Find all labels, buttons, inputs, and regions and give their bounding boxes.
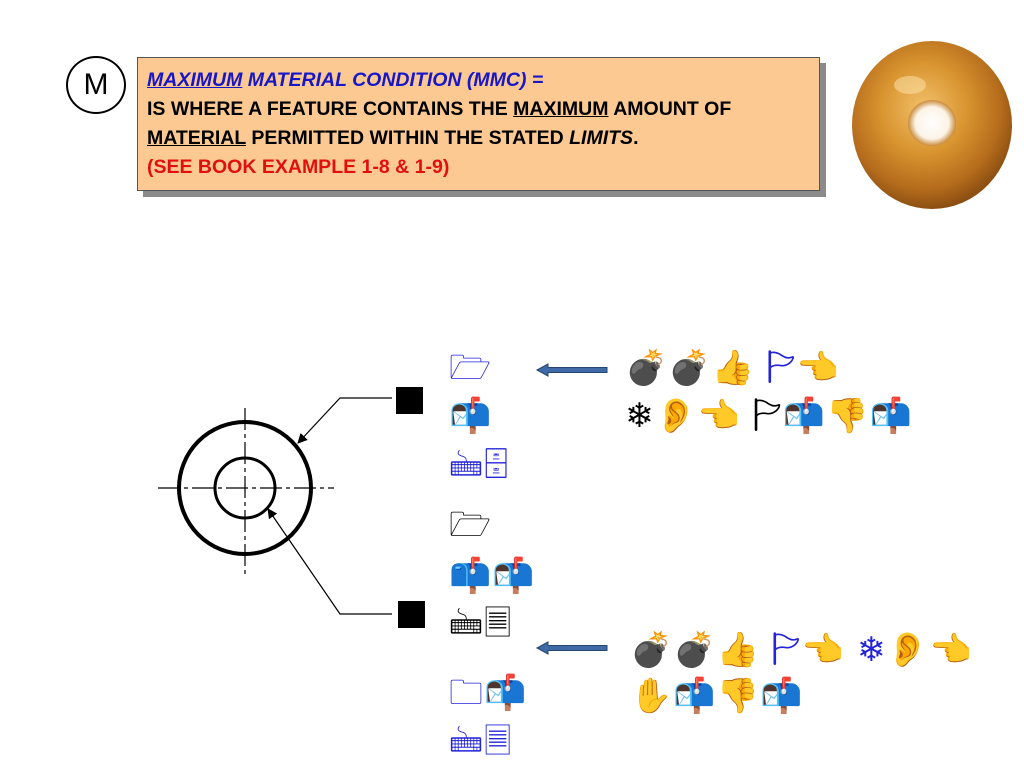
upper-label-line-2: 📬 [449, 396, 493, 436]
definition-text: PERMITTED WITHIN THE STATED [245, 127, 570, 149]
outer-diameter-leader [297, 397, 392, 444]
definition-line-1: MAXIMUM MATERIAL CONDITION (MMC) = [147, 66, 809, 95]
definition-line-2: IS WHERE A FEATURE CONTAINS THE MAXIMUM … [147, 95, 809, 124]
definition-title: MATERIAL CONDITION (MMC) = [242, 69, 544, 91]
definition-text: AMOUNT OF [608, 98, 732, 120]
lower-label-line-1: 🗁 [449, 505, 493, 545]
upper-note-1: 💣💣👍 🏱👈 [625, 348, 841, 388]
definition-text: . [633, 127, 639, 149]
lower-label-line-3: 🖮🗏 [449, 604, 513, 644]
definition-italic: LIMITS [569, 127, 634, 149]
definition-reference: (SEE BOOK EXAMPLE 1-8 & 1-9) [147, 156, 450, 178]
upper-label-line-1: 🗁 [449, 348, 493, 388]
outer-diameter-circle [177, 420, 313, 556]
inner-diameter-circle [213, 456, 277, 520]
definition-box: MAXIMUM MATERIAL CONDITION (MMC) = IS WH… [137, 57, 820, 191]
lower-note-1: 💣💣👍 🏱👈 ❄👂👈 [630, 630, 974, 670]
mmc-symbol-letter: M [83, 68, 109, 101]
inner-diameter-leader [267, 508, 392, 615]
upper-pointer-arrow [535, 363, 608, 377]
definition-underlined: MATERIAL [147, 127, 246, 149]
definition-emphasis: MAXIMUM [147, 69, 243, 91]
lower-note-2: ✋📬👎📬 [630, 676, 804, 716]
lower-dimension-box [398, 601, 425, 628]
definition-line-3: MATERIAL PERMITTED WITHIN THE STATED LIM… [147, 124, 809, 153]
lower-note-label-2: 🖮🗏 [449, 722, 513, 762]
lower-pointer-arrow [535, 641, 608, 655]
upper-note-2: ❄👂👈 🏱📬👎📬 [625, 396, 913, 436]
mmc-symbol: M [66, 56, 126, 114]
upper-dimension-box [396, 387, 423, 414]
definition-text: IS WHERE A FEATURE CONTAINS THE [147, 98, 514, 120]
upper-label-line-3: 🖮🗄 [449, 446, 510, 486]
lower-note-label-1: 🗀📬 [449, 673, 528, 713]
donut-image [840, 30, 1024, 220]
definition-underlined: MAXIMUM [513, 98, 609, 120]
lower-label-line-2: 📫📬 [449, 556, 536, 596]
